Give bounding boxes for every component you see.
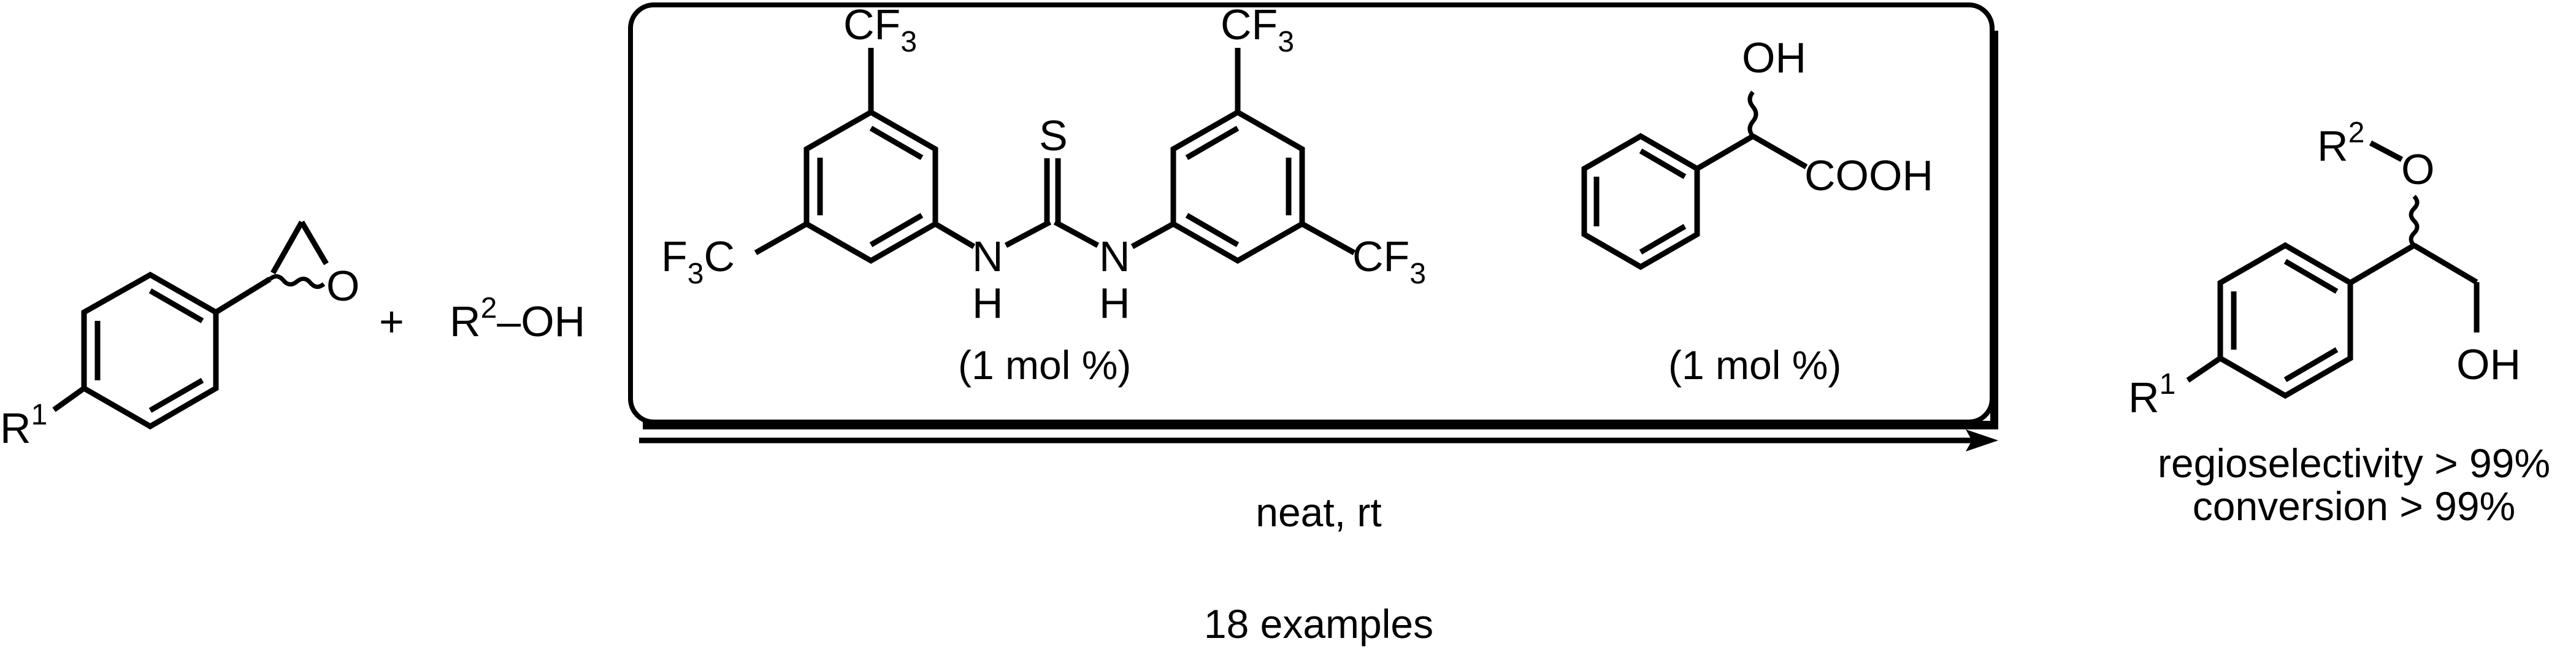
product-benzene-ring xyxy=(2217,242,2353,399)
left-bottom-cf3-label: F3C xyxy=(661,232,735,290)
product-ether-o-label: O xyxy=(2401,145,2434,193)
thiourea-loading-label: (1 mol %) xyxy=(958,342,1131,388)
alcohol-reactant: R2–OH xyxy=(450,292,585,345)
stereo-wavy-bond xyxy=(1747,90,1758,138)
catalyst-box: CF3 F3C N H S N H CF3 C xyxy=(628,1,1998,429)
thiourea-catalyst: CF3 F3C N H S N H CF3 C xyxy=(661,1,1426,388)
stereo-wavy-bond xyxy=(2409,194,2420,247)
ring-to-epoxide-bond xyxy=(214,277,272,315)
right-bottom-cf3-label: CF3 xyxy=(1352,232,1426,290)
mandelic-loading-label: (1 mol %) xyxy=(1668,342,1841,388)
left-aryl-ring xyxy=(803,109,938,264)
examples-label: 18 examples xyxy=(1204,601,1433,647)
right-nh-n-label: N xyxy=(1099,232,1130,280)
product-r1-label: R1 xyxy=(2128,368,2175,421)
sulfur-label: S xyxy=(1039,112,1068,159)
product-r2-label: R2 xyxy=(2317,117,2364,170)
right-aryl-ring xyxy=(1170,109,1305,264)
benzene-ring xyxy=(81,271,219,430)
conditions-label: neat, rt xyxy=(1255,490,1381,535)
mandelic-acid-catalyst: OH COOH (1 mol %) xyxy=(1581,34,1933,388)
left-top-cf3-label: CF3 xyxy=(843,1,917,58)
left-nh-h-label: H xyxy=(972,279,1003,327)
aryl-epoxide-reactant: R1 O xyxy=(0,220,359,452)
mandelic-oh-label: OH xyxy=(1742,34,1806,82)
product: R1 O R2 OH regioselectivity > 99% conver… xyxy=(2128,117,2550,529)
left-nh-n-label: N xyxy=(972,232,1003,280)
regioselectivity-label: regioselectivity > 99% xyxy=(2158,440,2550,486)
box-frame xyxy=(628,2,1995,424)
stereo-wavy-bond xyxy=(268,274,326,289)
conversion-label: conversion > 99% xyxy=(2193,483,2516,529)
epoxide-ring: O xyxy=(268,220,359,310)
product-oh-label: OH xyxy=(2456,340,2521,388)
plus-sign: + xyxy=(379,298,404,345)
ring-to-r1-bond xyxy=(52,386,86,412)
right-top-cf3-label: CF3 xyxy=(1221,1,1294,58)
epoxide-oxygen-label: O xyxy=(326,262,359,310)
reaction-arrow xyxy=(639,429,1998,451)
right-nh-h-label: H xyxy=(1099,279,1130,327)
mandelic-cooh-label: COOH xyxy=(1804,152,1933,199)
r1-label: R1 xyxy=(0,399,47,452)
